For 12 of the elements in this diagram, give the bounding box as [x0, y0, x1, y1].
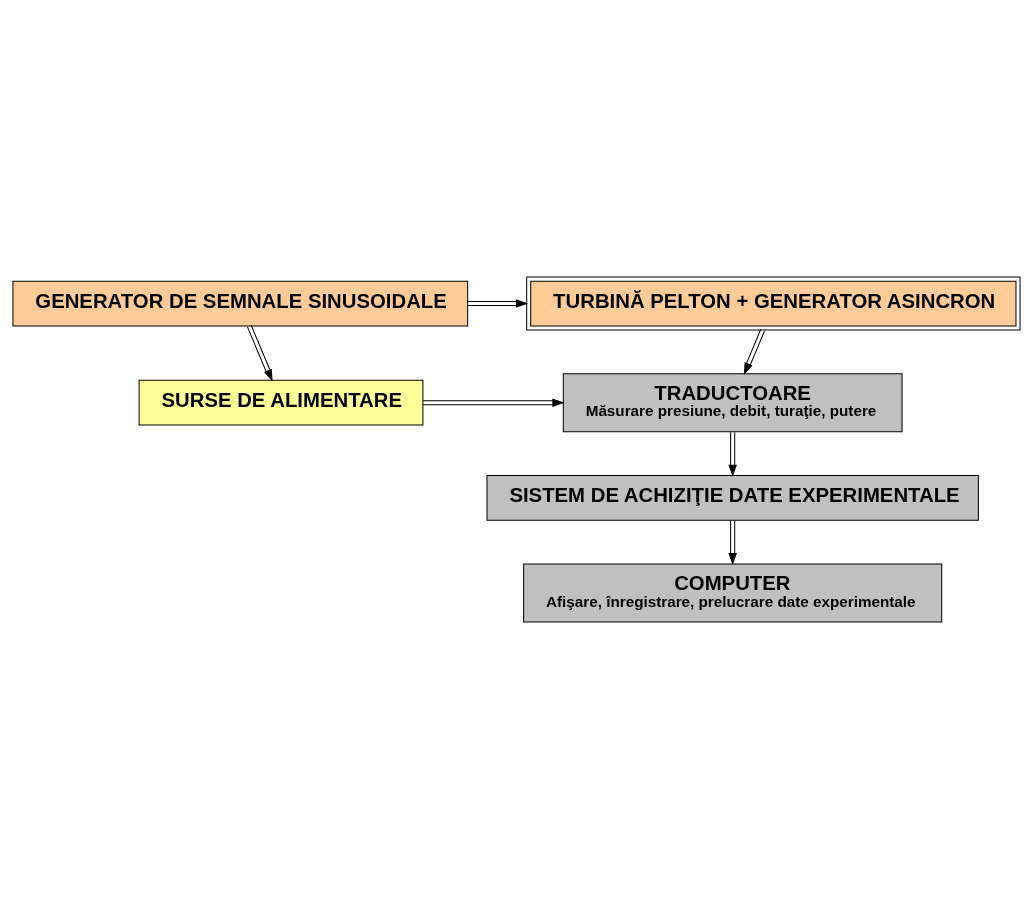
arrow	[467, 299, 529, 308]
arrow	[728, 519, 737, 566]
arrow	[246, 324, 273, 382]
node-box: SISTEM DE ACHIZIŢIE DATE EXPERIMENTALE	[486, 474, 979, 521]
node-box: GENERATOR DE SEMNALE SINUSOIDALE	[12, 280, 469, 327]
arrow	[422, 398, 565, 407]
node-box: TURBINĂ PELTON + GENERATOR ASINCRON	[526, 276, 1021, 331]
node-box: TRADUCTOARE Măsurare presiune, debit, turaţie, putere	[562, 373, 903, 433]
node-box: SURSE DE ALIMENTARE	[138, 379, 424, 426]
node-box: COMPUTER Afişare, înregistrare, prelucrare date experimentale	[523, 563, 943, 623]
arrow	[728, 431, 737, 477]
arrow	[743, 328, 766, 376]
